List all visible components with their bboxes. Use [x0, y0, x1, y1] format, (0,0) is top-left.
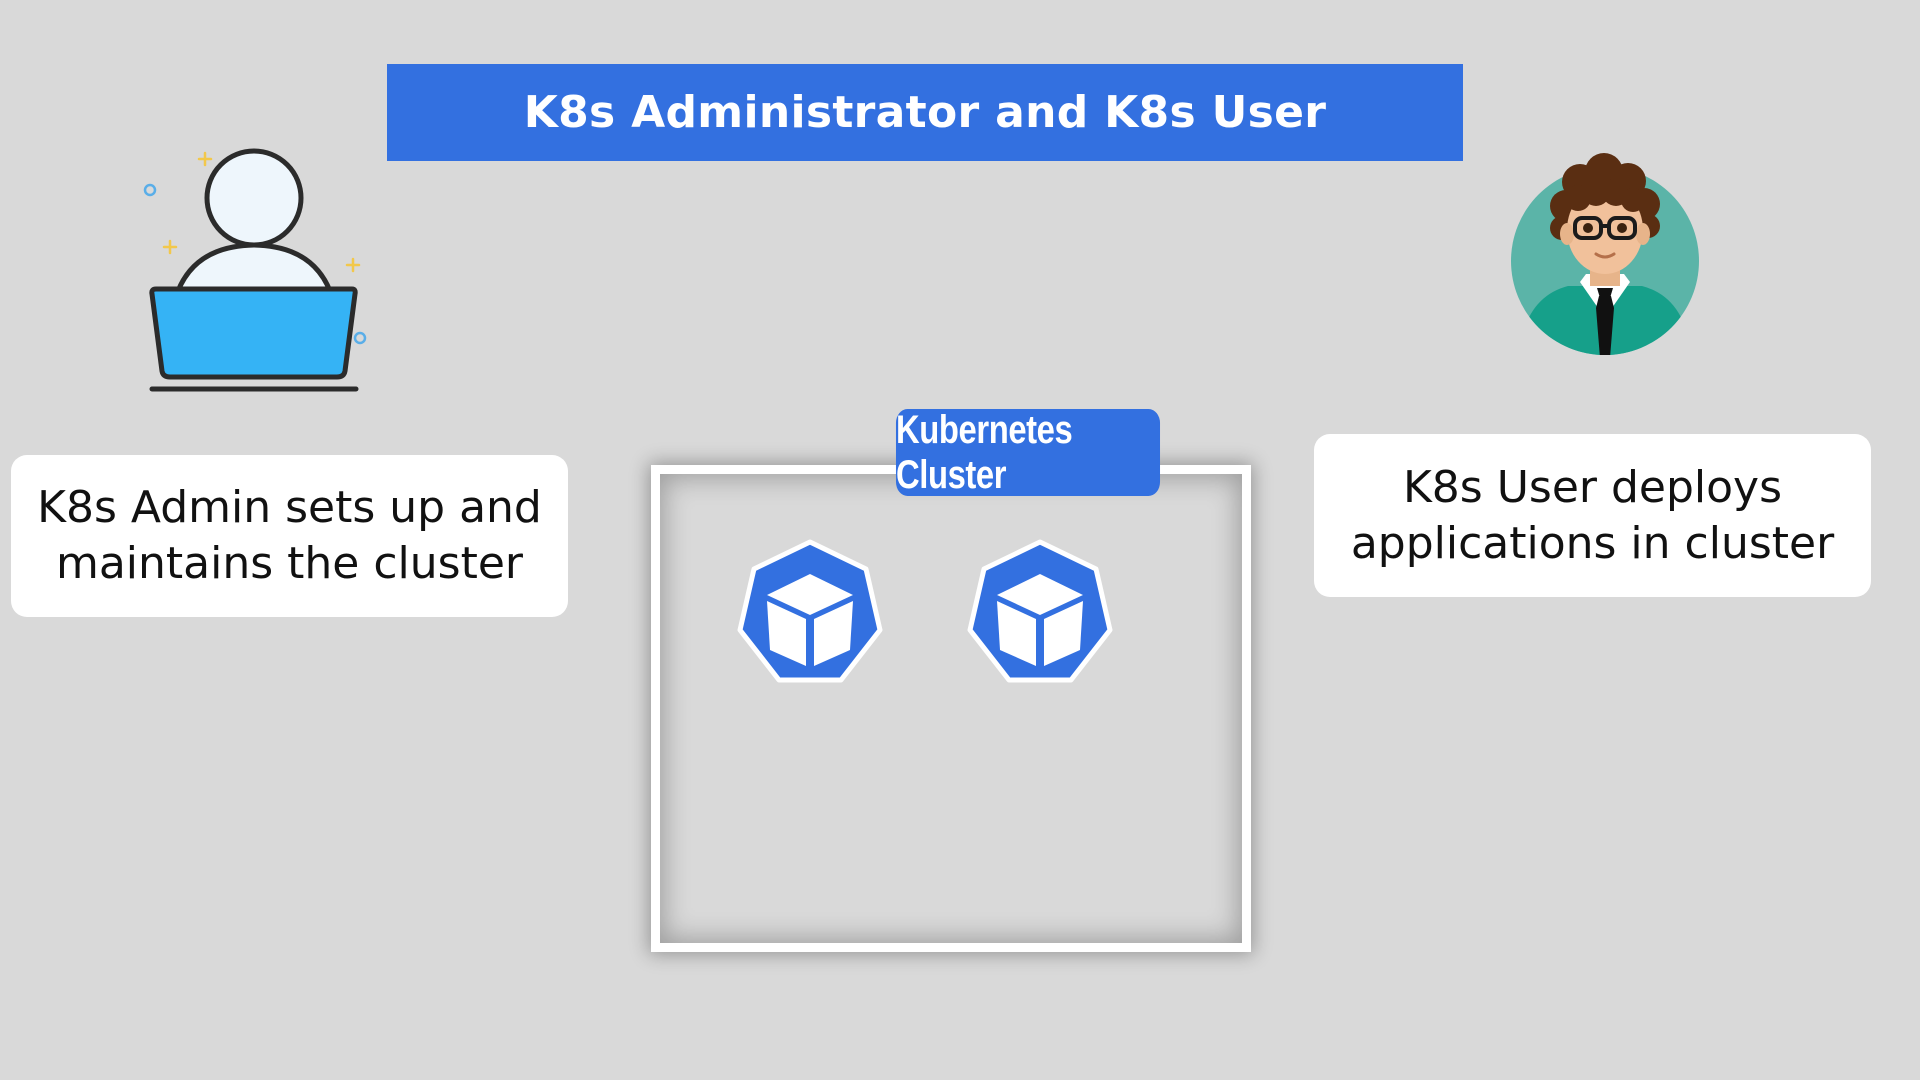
title-banner: K8s Administrator and K8s User	[387, 64, 1463, 161]
user-description-card: K8s User deploys applications in cluster	[1314, 434, 1871, 597]
kubernetes-cube-icon	[963, 538, 1117, 690]
user-description-line-2: applications in cluster	[1350, 517, 1835, 569]
sparkle-decoration	[162, 151, 361, 273]
admin-description: K8s Admin sets up and maintains the clus…	[37, 480, 542, 592]
admin-description-line-2: maintains the cluster	[55, 538, 523, 589]
kubernetes-cube-icon	[733, 538, 887, 690]
admin-laptop-icon	[138, 146, 370, 396]
user-description: K8s User deploys applications in cluster	[1351, 460, 1834, 572]
admin-description-card: K8s Admin sets up and maintains the clus…	[11, 455, 568, 617]
cluster-label: Kubernetes Cluster	[895, 408, 1161, 497]
user-description-line-1: K8s User deploys	[1402, 461, 1783, 513]
developer-avatar-icon	[1508, 148, 1702, 358]
page-title: K8s Administrator and K8s User	[523, 87, 1327, 138]
admin-description-line-1: K8s Admin sets up and	[37, 482, 542, 533]
